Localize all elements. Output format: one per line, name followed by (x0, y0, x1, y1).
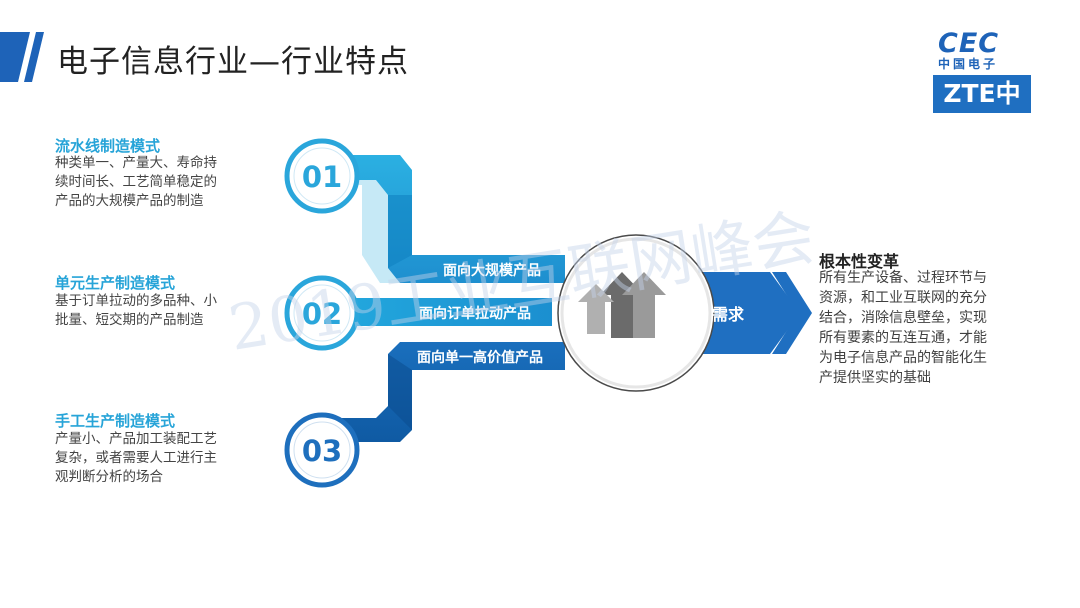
mode-2-desc: 基于订单拉动的多品种、小批量、短交期的产品制造 (55, 293, 217, 328)
right-title: 根本性变革 (819, 252, 900, 271)
flow-label-3: 面向单一高价值产品 (417, 349, 543, 366)
mode-2-title: 单元生产制造模式 (55, 274, 176, 292)
step-circle-01 (284, 138, 360, 214)
mode-1-title: 流水线制造模式 (55, 137, 161, 155)
flow-band-2 (330, 298, 552, 326)
step-number-01: 01 (302, 160, 342, 194)
step-number-02: 02 (302, 297, 342, 331)
mode-1-desc: 种类单一、产量大、寿命持续时间长、工艺简单稳定的产品的大规模产品的制造 (55, 155, 217, 209)
mode-3-title: 手工生产制造模式 (55, 412, 176, 430)
flow-label-2: 面向订单拉动产品 (419, 305, 531, 322)
right-desc: 所有生产设备、过程环节与 资源，和工业互联网的充分 结合，消除信息壁垒，实现 所… (819, 270, 987, 386)
step-circle-02 (284, 275, 360, 351)
flow-label-1: 面向大规模产品 (443, 262, 541, 279)
zte-logo: ZTE中兴 (933, 75, 1031, 146)
mode-3-desc: 产量小、产品加工装配工艺复杂，或者需要人工进行主观判断分析的场合 (55, 431, 217, 485)
upward-arrows-icon (578, 272, 666, 338)
demand-label: 需求 (712, 305, 745, 324)
flow-band-1 (335, 155, 565, 283)
step-number-03: 03 (302, 434, 342, 468)
page-title: 电子信息行业—行业特点 (57, 44, 409, 80)
step-circle-03 (284, 412, 360, 488)
flow-band-3 (335, 342, 565, 442)
title-accent-bar (0, 32, 44, 82)
cec-logo: CEC 中国电子 (938, 28, 1000, 71)
